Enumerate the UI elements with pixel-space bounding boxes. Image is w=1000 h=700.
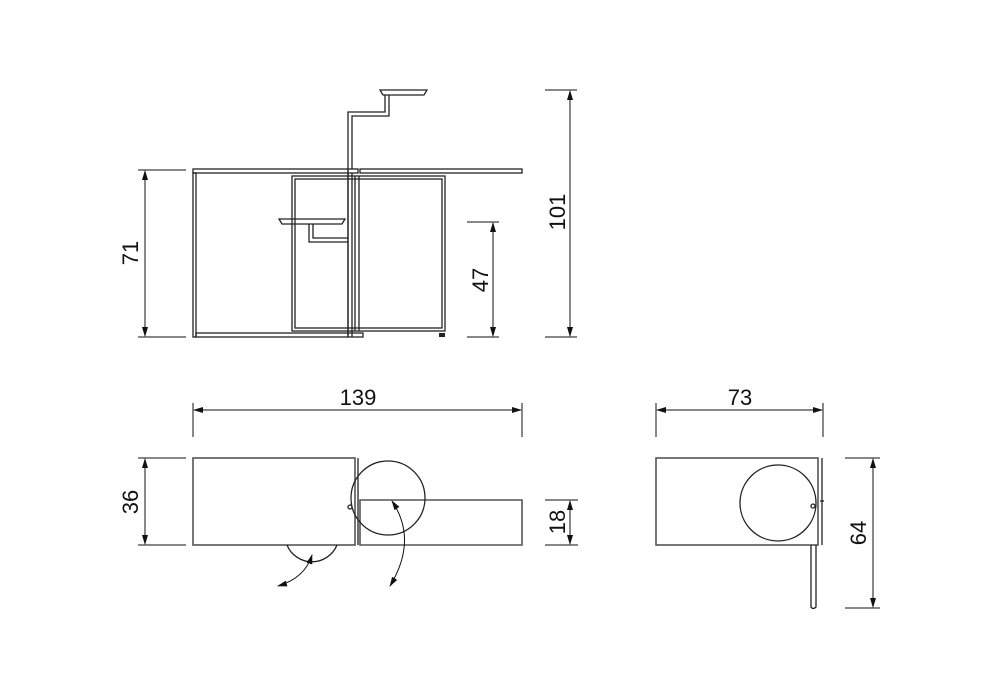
dimension-73: 73 [655,385,824,437]
dimension-71: 71 [118,169,186,338]
dimension-18: 18 [545,499,578,546]
dimension-label: 73 [728,385,752,410]
front-elevation [192,89,523,338]
dimension-101: 101 [545,89,577,338]
dimension-label: 71 [118,241,143,265]
dimension-139: 139 [192,385,523,437]
plan-view [192,457,523,587]
dimension-label: 139 [340,385,377,410]
dimension-label: 47 [468,268,493,292]
dimension-36: 36 [118,457,186,546]
dimension-label: 18 [545,510,570,534]
dimension-label: 101 [545,194,570,231]
dimension-label: 36 [118,490,143,514]
dimension-47: 47 [467,221,499,338]
dimension-label: 64 [846,521,871,545]
dimension-64: 64 [845,457,880,609]
side-plan-view [655,457,824,610]
